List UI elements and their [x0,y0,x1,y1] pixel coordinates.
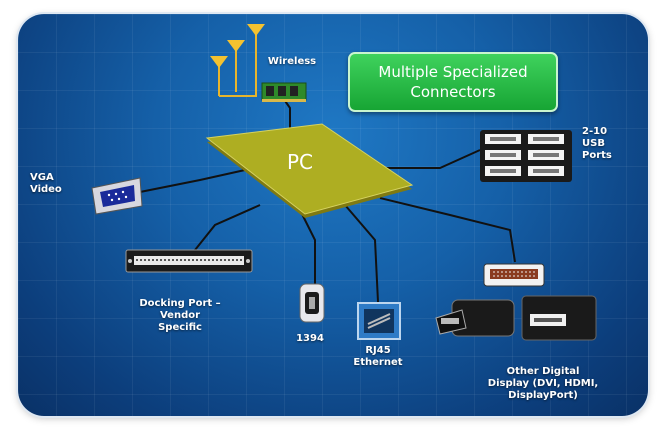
wire-vga [139,169,246,193]
antenna-icon [210,24,265,97]
usb-port-icon [480,130,572,182]
hdmi-connector-icon [435,299,515,337]
pc-chip [205,123,414,218]
connection-wires [139,97,516,303]
wire-usb [385,149,481,169]
title-line-2: Connectors [410,83,496,101]
vga-connector-icon [91,177,143,215]
dvi-connector-icon [483,263,545,287]
wireless-label: Wireless [267,56,317,67]
docking-label: Docking Port – Vendor Specific [139,298,221,333]
firewire-label: 1394 [296,333,324,344]
ethernet-jack-icon [357,302,401,340]
firewire-connector-icon [299,283,325,323]
pc-label: PC [286,150,314,174]
wire-docking [194,204,261,251]
displayport-connector-icon [521,295,597,341]
title-line-1: Multiple Specialized [378,63,528,81]
usb-label: 2-10 USB Ports [582,126,612,161]
wire-digital [379,197,516,263]
digital-display-label: Other Digital Display (DVI, HDMI, Displa… [487,366,599,401]
wire-rj45 [344,204,379,303]
wireless-card-icon [261,82,307,102]
wire-wireless [282,97,291,128]
wire-firewire [299,209,316,285]
vga-label: VGA Video [30,172,62,195]
docking-connector-icon [125,249,253,273]
rj45-label: RJ45 Ethernet [353,345,403,368]
title-box: Multiple Specialized Connectors [348,52,558,112]
